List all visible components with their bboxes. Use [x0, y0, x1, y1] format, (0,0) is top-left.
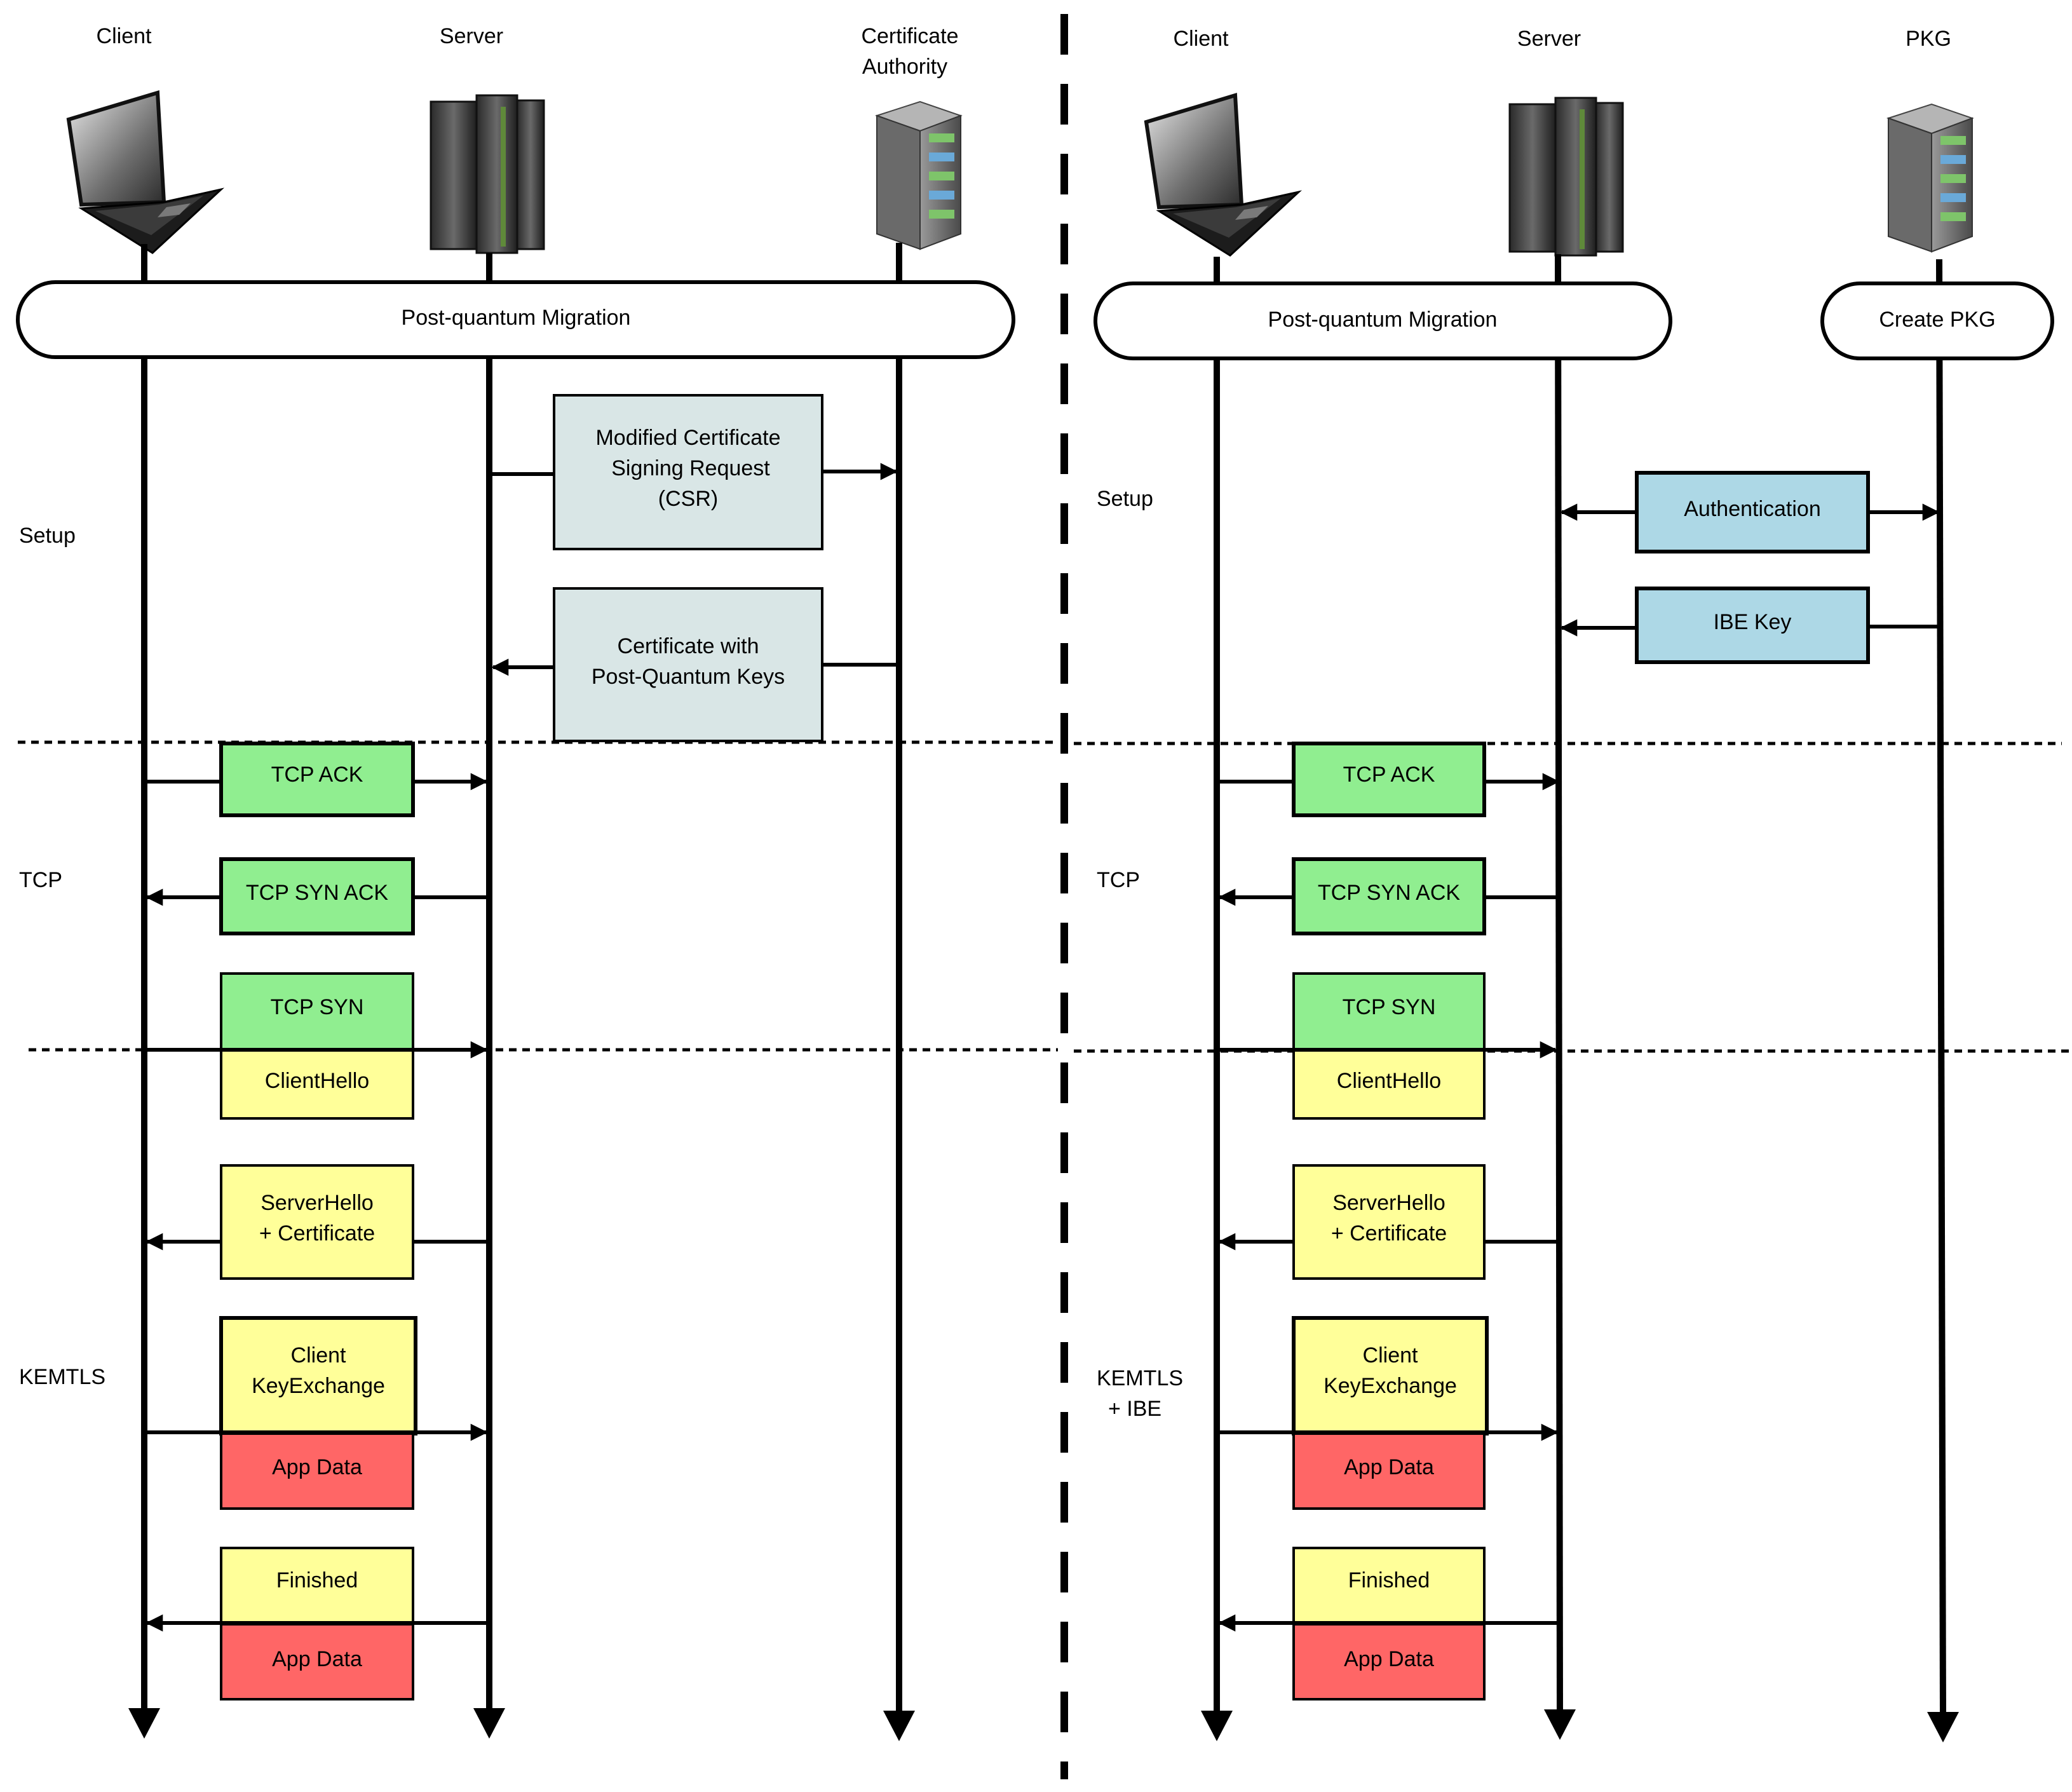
right-phase-tcp-label: TCP — [1097, 868, 1140, 892]
right-authentication-text: Authentication — [1684, 497, 1821, 521]
left-ca-lifeline-arrowhead — [883, 1711, 915, 1741]
left-csr-text-2: Signing Request — [611, 456, 770, 480]
left-cert-box — [553, 587, 823, 742]
left-laptop-icon — [66, 90, 225, 254]
right-client-lifeline-arrowhead — [1201, 1711, 1233, 1741]
left-client-hello-text: ClientHello — [265, 1069, 369, 1093]
right-client-kex-box — [1292, 1316, 1489, 1436]
left-tcp-ack-box — [219, 742, 415, 817]
right-server-lifeline-arrowhead — [1544, 1709, 1576, 1740]
right-ibe-key-box — [1635, 587, 1870, 664]
right-client-hello-box — [1292, 1049, 1486, 1120]
right-server-hello-text-2: + Certificate — [1331, 1221, 1447, 1246]
left-client-kex-box — [219, 1316, 417, 1436]
left-server-hello-box — [220, 1164, 414, 1280]
right-tcp-syn-text: TCP SYN — [1343, 995, 1436, 1019]
left-csr-box — [553, 394, 823, 550]
left-tcp-syn-text: TCP SYN — [271, 995, 364, 1019]
right-server-lifeline — [1555, 254, 1563, 1715]
right-client-kex-text-2: KeyExchange — [1324, 1374, 1457, 1398]
left-tcp-ack-text: TCP ACK — [271, 763, 363, 787]
right-server-icon — [1508, 97, 1624, 257]
right-tcp-syn-box — [1292, 972, 1486, 1051]
right-app-data-1-text: App Data — [1344, 1455, 1434, 1479]
right-server-hello-box — [1292, 1164, 1486, 1280]
right-app-data-2-box — [1292, 1623, 1486, 1700]
left-server-hello-text-2: + Certificate — [259, 1221, 375, 1246]
left-client-label: Client — [97, 24, 152, 48]
left-phase-setup-label: Setup — [19, 524, 76, 548]
right-client-hello-text: ClientHello — [1337, 1069, 1441, 1093]
right-tcp-syn-ack-text: TCP SYN ACK — [1318, 881, 1461, 905]
right-pkg-lifeline-arrowhead — [1927, 1712, 1959, 1742]
left-phase-kemtls-label: KEMTLS — [19, 1365, 105, 1389]
left-csr-text-1: Modified Certificate — [595, 426, 780, 450]
right-tcp-ack-box — [1292, 742, 1486, 817]
right-app-data-2-text: App Data — [1344, 1647, 1434, 1671]
right-client-label: Client — [1174, 27, 1229, 51]
right-pkg-server-rack-icon — [1886, 103, 1974, 253]
left-app-data-1-text: App Data — [272, 1455, 362, 1479]
left-csr-text-3: (CSR) — [658, 487, 718, 511]
left-phase-tcp-label: TCP — [19, 868, 62, 892]
right-client-kex-text-1: Client — [1363, 1343, 1418, 1368]
right-phase-kemtls-label-2: + IBE — [1108, 1397, 1161, 1421]
left-finished-text: Finished — [276, 1568, 358, 1592]
right-migration-label: Post-quantum Migration — [1268, 308, 1498, 332]
left-finished-box — [220, 1547, 414, 1626]
right-create-pkg-pill — [1820, 282, 2054, 360]
left-ca-label-2: Authority — [862, 55, 947, 79]
left-client-kex-text-1: Client — [291, 1343, 346, 1368]
left-migration-label: Post-quantum Migration — [402, 306, 631, 330]
right-finished-text: Finished — [1348, 1568, 1430, 1592]
left-tcp-syn-ack-text: TCP SYN ACK — [246, 881, 389, 905]
right-laptop-icon — [1144, 93, 1303, 257]
left-cert-text-2: Post-Quantum Keys — [592, 665, 785, 689]
left-app-data-2-box — [220, 1623, 414, 1700]
right-server-hello-text-1: ServerHello — [1332, 1191, 1446, 1215]
right-tcp-syn-ack-box — [1292, 857, 1486, 935]
right-pkg-lifeline — [1936, 259, 1946, 1718]
right-authentication-box — [1635, 471, 1870, 553]
left-tcp-syn-ack-box — [219, 857, 415, 935]
left-client-lifeline-arrowhead — [128, 1708, 160, 1739]
left-tcp-syn-box — [220, 972, 414, 1051]
left-app-data-2-text: App Data — [272, 1647, 362, 1671]
right-create-pkg-label: Create PKG — [1879, 308, 1995, 332]
right-phase-kemtls-label-1: KEMTLS — [1097, 1366, 1183, 1390]
right-migration-pill — [1094, 282, 1672, 360]
left-migration-pill — [16, 280, 1015, 359]
right-tcp-ack-text: TCP ACK — [1343, 763, 1435, 787]
left-cert-text-1: Certificate with — [618, 634, 759, 658]
right-phase-setup-label: Setup — [1097, 487, 1153, 511]
left-server-label: Server — [440, 24, 503, 48]
left-client-kex-text-2: KeyExchange — [252, 1374, 385, 1398]
left-server-hello-text-1: ServerHello — [261, 1191, 374, 1215]
left-ca-server-rack-icon — [874, 100, 963, 250]
left-server-icon — [430, 94, 545, 254]
left-ca-label-1: Certificate — [861, 24, 958, 48]
left-app-data-1-box — [220, 1432, 414, 1510]
left-server-lifeline-arrowhead — [473, 1708, 505, 1739]
right-pkg-label: PKG — [1906, 27, 1951, 51]
right-ibe-key-text: IBE Key — [1714, 610, 1792, 634]
right-server-label: Server — [1517, 27, 1581, 51]
